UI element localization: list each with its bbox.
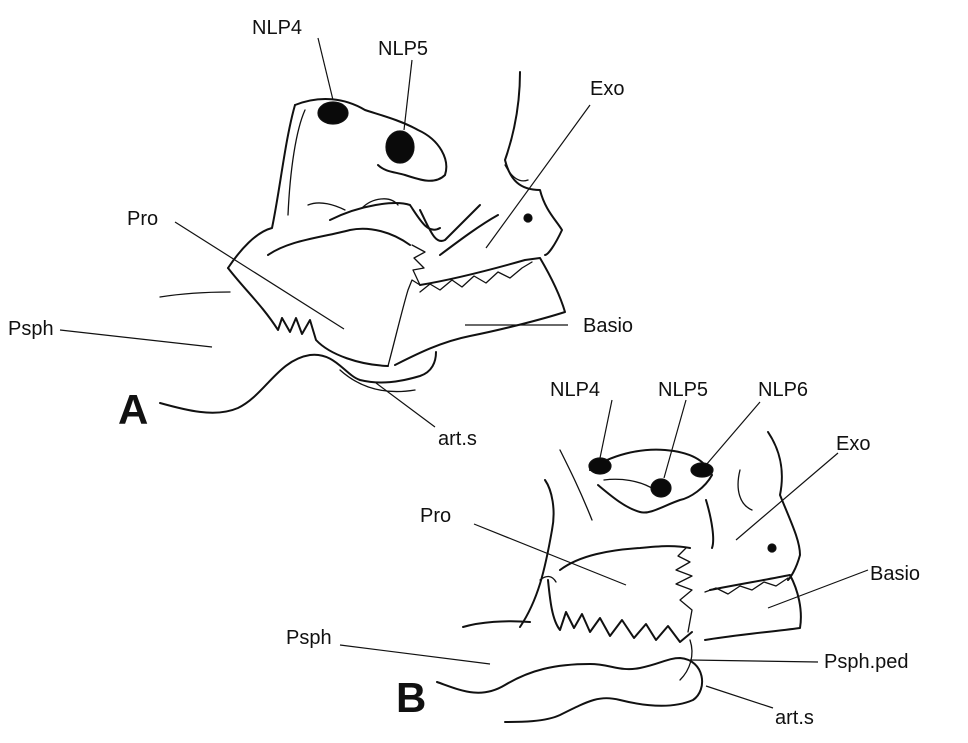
label-nlp4-a: NLP4 [252, 17, 302, 39]
label-pro-b: Pro [420, 505, 451, 527]
label-nlp6-b: NLP6 [758, 379, 808, 401]
label-psph-ped-b: Psph.ped [824, 651, 909, 673]
label-basio-b: Basio [870, 563, 920, 585]
panel-a-outline [160, 72, 565, 413]
label-exo-b: Exo [836, 433, 870, 455]
label-arts-b: art.s [775, 707, 814, 729]
label-pro-a: Pro [127, 208, 158, 230]
label-nlp4-b: NLP4 [550, 379, 600, 401]
panel-a-leader-lines [60, 38, 590, 427]
exo-foramen-a [524, 214, 532, 222]
panel-letter-a: A [118, 386, 148, 433]
nlp4-foramen-b [589, 458, 611, 474]
nlp5-foramen-b [651, 479, 671, 497]
panel-b-leader-lines [340, 400, 868, 708]
label-psph-b: Psph [286, 627, 332, 649]
nlp6-foramen-b [691, 463, 713, 477]
label-exo-a: Exo [590, 78, 624, 100]
nlp4-foramen-a [318, 102, 348, 124]
label-basio-a: Basio [583, 315, 633, 337]
panel-b: NLP4 NLP5 NLP6 Exo Pro Basio Psph Psph.p… [286, 379, 920, 729]
panel-b-outline [437, 432, 801, 722]
label-psph-a: Psph [8, 318, 54, 340]
exo-foramen-b [768, 544, 776, 552]
label-nlp5-b: NLP5 [658, 379, 708, 401]
panel-a: NLP4 NLP5 Exo Pro Psph Basio art.s A [8, 17, 633, 450]
nlp5-foramen-a [386, 131, 414, 163]
label-arts-a: art.s [438, 428, 477, 450]
panel-letter-b: B [396, 674, 426, 721]
label-nlp5-a: NLP5 [378, 38, 428, 60]
